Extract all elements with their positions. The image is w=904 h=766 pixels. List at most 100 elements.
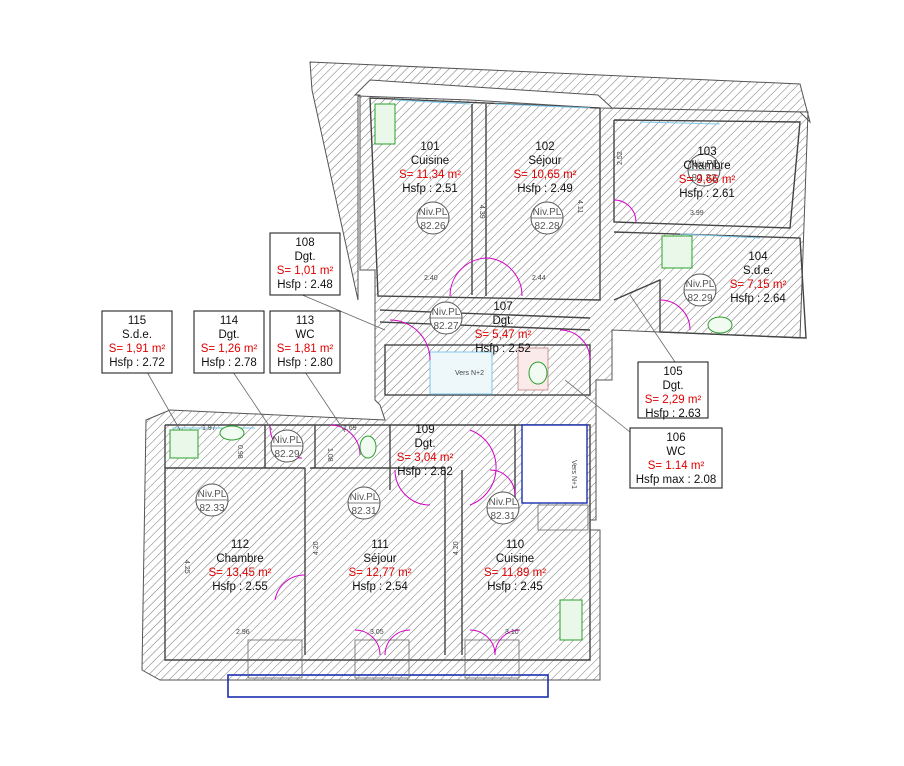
room-height: Hsfp : 2.48 <box>277 279 333 291</box>
dim-label: 2.96 <box>236 629 250 636</box>
room-name: S.d.e. <box>743 265 773 277</box>
dim-label: 3.10 <box>505 629 519 636</box>
dim-label: 1.08 <box>326 448 333 462</box>
level-value: 82.31 <box>490 511 515 522</box>
room-name: Dgt. <box>662 380 683 392</box>
room-id: 103 <box>697 146 716 158</box>
dim-label: 2.40 <box>424 275 438 282</box>
dim-label: 4.39 <box>478 205 485 219</box>
room-height: Hsfp : 2.63 <box>645 408 701 420</box>
room-id: 111 <box>371 539 388 551</box>
room-area: S= 5,47 m² <box>475 329 532 341</box>
room-name: Dgt. <box>414 438 435 450</box>
room-id: 110 <box>506 539 524 551</box>
room-area: S= 1,81 m² <box>277 343 334 355</box>
dim-label: 4.20 <box>313 541 320 555</box>
level-value: 82.29 <box>274 449 299 460</box>
room-name: S.d.e. <box>122 329 152 341</box>
level-label: Niv.PL <box>533 207 562 218</box>
room-area: S= 1,01 m² <box>277 265 334 277</box>
room-height: Hsfp max : 2.08 <box>636 474 717 486</box>
label-box <box>629 427 723 489</box>
label-box <box>193 310 265 374</box>
level-label: Niv.PL <box>419 207 448 218</box>
stair-label: Vers N+1 <box>570 460 577 489</box>
dim-label: 4.11 <box>576 200 583 213</box>
room-id: 104 <box>748 251 768 263</box>
room-height: Hsfp : 2.49 <box>517 183 573 195</box>
upper-walls <box>369 97 807 396</box>
level-label: Niv.PL <box>686 279 715 290</box>
doors <box>269 199 691 656</box>
level-marker: Niv.PL 82.29 <box>683 273 717 307</box>
room-id: 115 <box>128 315 146 327</box>
dim-label: 4.20 <box>453 541 460 555</box>
room-height: Hsfp : 2.51 <box>402 183 458 195</box>
room-name: Séjour <box>528 155 561 167</box>
room-id: 108 <box>295 237 314 249</box>
dim-label: 1.69 <box>343 425 357 432</box>
room-area: S= 2,29 m² <box>645 394 702 406</box>
room-area: S= 10,65 m² <box>514 169 577 181</box>
dim-label: 1.97 <box>202 425 216 432</box>
room-id: 106 <box>666 432 685 444</box>
room-id: 109 <box>415 424 434 436</box>
room-area: S= 3,04 m² <box>397 452 454 464</box>
room-name: Dgt. <box>492 315 513 327</box>
stair-label: Vers N+2 <box>455 370 484 377</box>
level-label: Niv.PL <box>690 159 719 170</box>
room-height: Hsfp : 2.61 <box>679 188 735 200</box>
room-id: 114 <box>220 315 239 327</box>
room-area: S= 1.14 m² <box>648 460 705 472</box>
level-label: Niv.PL <box>273 435 302 446</box>
label-box <box>269 310 341 374</box>
level-label: Niv.PL <box>432 307 461 318</box>
room-height: Hsfp : 2.78 <box>201 357 257 369</box>
room-height: Hsfp : 2.55 <box>212 581 268 593</box>
dim-label: 2.52 <box>617 151 624 165</box>
room-area: S= 1,91 m² <box>109 343 166 355</box>
room-name: Dgt. <box>218 329 239 341</box>
room-height: Hsfp : 2.52 <box>475 343 531 355</box>
room-area: S= 9,66 m² <box>679 174 736 186</box>
label-box <box>637 361 709 419</box>
label-box <box>101 310 173 374</box>
room-id: 101 <box>420 141 439 153</box>
room-id: 112 <box>231 539 249 551</box>
room-height: Hsfp : 2.82 <box>397 466 453 478</box>
lower-walls <box>164 424 591 698</box>
level-value: 82.29 <box>687 293 712 304</box>
dim-label: 3.99 <box>690 210 704 217</box>
room-id: 107 <box>493 301 512 313</box>
room-area: S= 7,15 m² <box>730 279 787 291</box>
dim-label: 2.44 <box>532 275 546 282</box>
room-area: S= 1,26 m² <box>201 343 258 355</box>
room-name: Séjour <box>363 553 396 565</box>
room-name: Dgt. <box>294 251 315 263</box>
room-area: S= 11,34 m² <box>399 169 461 181</box>
room-name: Cuisine <box>496 553 534 565</box>
dim-label: 0.98 <box>236 445 243 459</box>
level-marker: Niv.PL 82.29 <box>270 429 304 463</box>
room-id: 102 <box>535 141 554 153</box>
